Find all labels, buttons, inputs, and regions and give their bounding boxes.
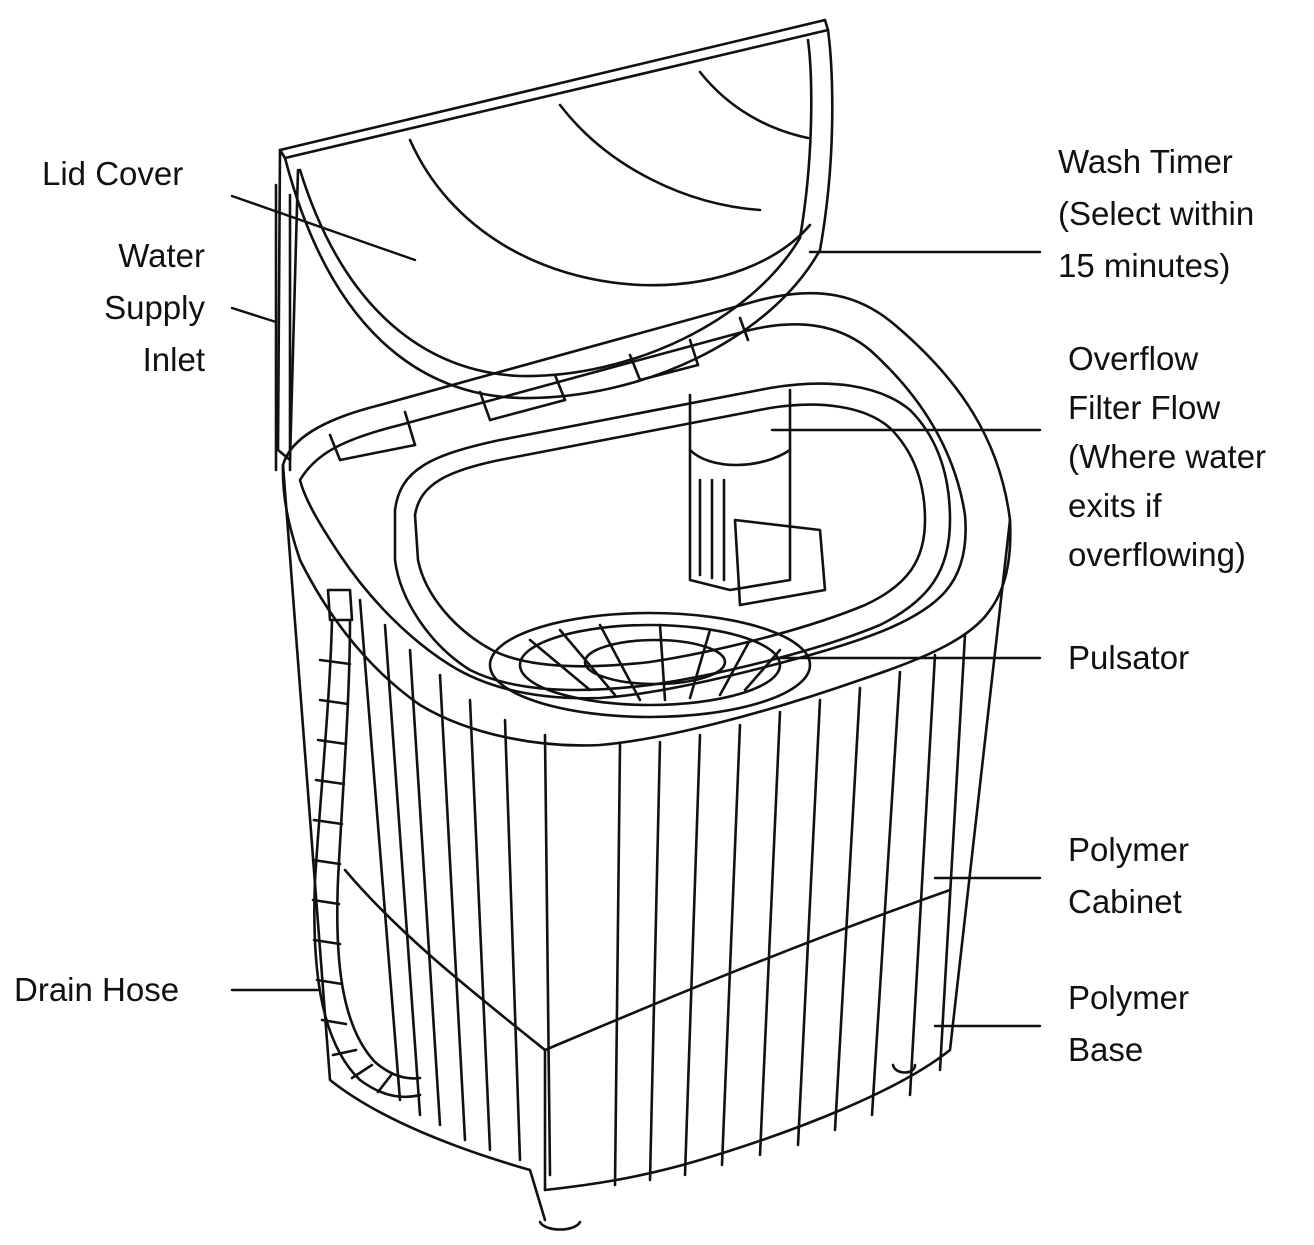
overflow-filter-shape <box>688 388 827 607</box>
label-lid-cover: Lid Cover <box>42 155 184 192</box>
label-drain-hose: Drain Hose <box>14 971 180 1008</box>
label-water-supply-inlet: Water Supply Inlet <box>104 237 205 378</box>
label-polymer-base: Polymer Base <box>1068 979 1190 1068</box>
label-wash-timer: Wash Timer (Select within 15 minutes) <box>1058 143 1255 284</box>
lid-cover-shape <box>276 18 834 462</box>
polymer-cabinet-shape <box>281 463 1012 1222</box>
drain-hose-shape <box>311 588 422 1099</box>
leader-lid-cover <box>230 194 417 262</box>
label-overflow-filter-flow: Overflow Filter Flow (Where water exits … <box>1068 340 1267 573</box>
leader-water-inlet <box>230 306 278 324</box>
polymer-base-shape <box>343 868 952 1231</box>
label-pulsator: Pulsator <box>1068 639 1190 676</box>
label-polymer-cabinet: Polymer Cabinet <box>1068 831 1190 920</box>
water-inlet-shape <box>274 183 292 472</box>
tub-rim-shape <box>281 291 1012 747</box>
leader-lines <box>230 194 1042 1028</box>
pulsator-shape <box>488 611 812 719</box>
